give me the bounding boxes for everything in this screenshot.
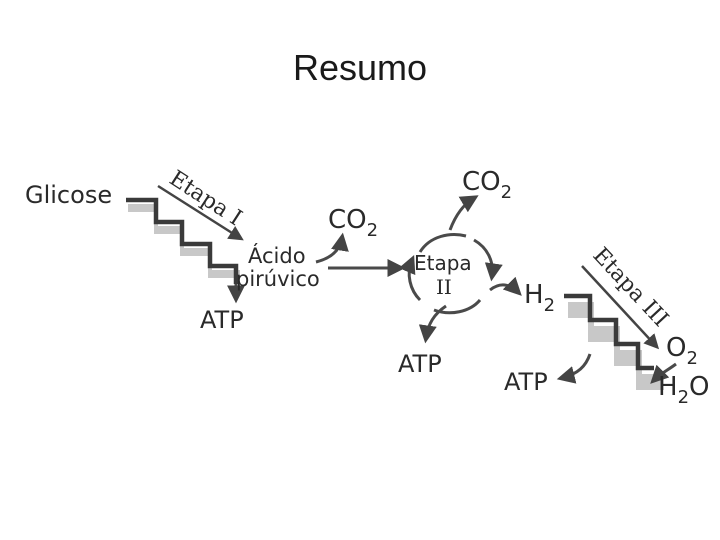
h2o-arrow bbox=[650, 362, 677, 384]
piruvico-label: pirúvico bbox=[236, 267, 320, 291]
glicose-label: Glicose bbox=[25, 181, 112, 209]
acido-label: Ácido bbox=[248, 243, 306, 268]
atp-1-label: ATP bbox=[200, 306, 244, 334]
atp-3-label: ATP bbox=[504, 368, 548, 396]
etapa-iii-arrow bbox=[581, 265, 660, 350]
page-title: Resumo bbox=[293, 47, 427, 88]
atp-2-arrow bbox=[418, 304, 447, 344]
co2-1-label: CO2 bbox=[328, 205, 378, 241]
etapa-i-staircase bbox=[126, 197, 240, 284]
co2-2-arrow bbox=[448, 195, 479, 231]
co2-1-arrow bbox=[315, 232, 349, 264]
o2-label: O2 bbox=[666, 333, 698, 369]
h2o-label: H2O bbox=[658, 372, 709, 408]
etapa-iii-staircase bbox=[564, 293, 664, 390]
etapa-ii-number: II bbox=[436, 275, 452, 299]
etapa-ii-word: Etapa bbox=[414, 251, 472, 275]
co2-2-label: CO2 bbox=[462, 167, 512, 203]
etapa-i-arrow bbox=[157, 184, 244, 241]
h2-label: H2 bbox=[524, 280, 555, 316]
h2-arrow bbox=[489, 276, 522, 296]
atp-3-arrow bbox=[556, 353, 592, 384]
atp-2-label: ATP bbox=[398, 350, 442, 378]
